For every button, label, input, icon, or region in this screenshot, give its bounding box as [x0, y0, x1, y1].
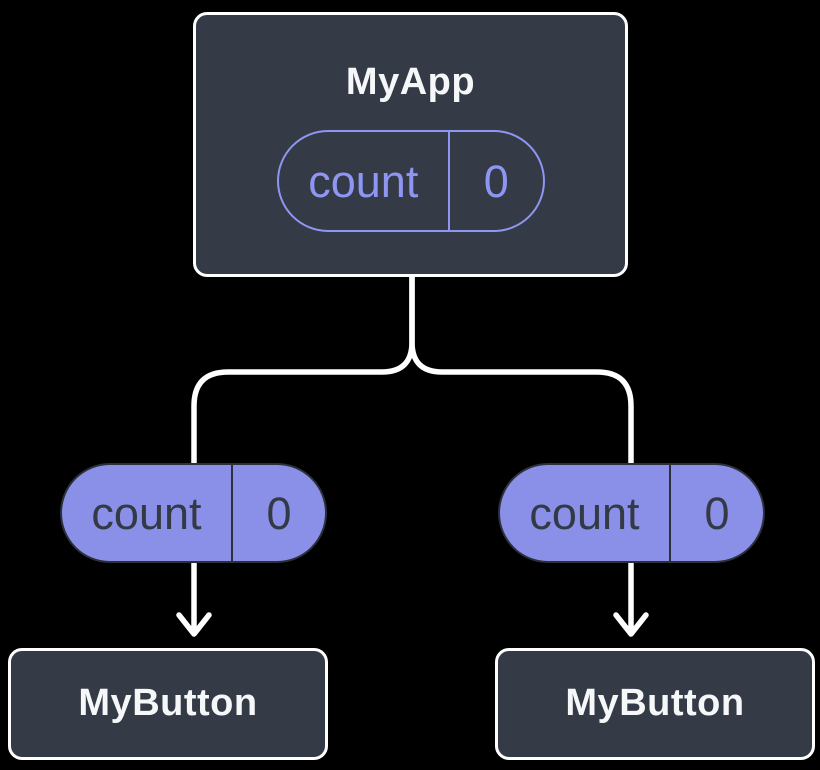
component-node-mybutton-left: MyButton [8, 648, 328, 760]
state-pill-value: 0 [483, 155, 509, 207]
component-title-mybutton-left: MyButton [78, 682, 258, 725]
state-pill-key: count [279, 132, 451, 231]
parent-branch-right-line [409, 269, 634, 475]
prop-pill-right-key: count [500, 465, 671, 561]
component-node-mybutton-right: MyButton [495, 648, 815, 760]
component-node-myapp: MyApp count 0 [193, 12, 628, 277]
parent-branch-left-line [191, 269, 415, 475]
component-title-myapp: MyApp [345, 60, 476, 103]
prop-arrow-left [176, 559, 212, 637]
state-pill: count 0 [276, 130, 545, 233]
prop-arrow-right [613, 559, 649, 637]
prop-pill-right: count 0 [498, 463, 765, 563]
prop-pill-left-value: 0 [266, 487, 292, 539]
prop-pill-left: count 0 [60, 463, 327, 563]
component-title-mybutton-right: MyButton [565, 682, 745, 725]
prop-pill-left-key: count [62, 465, 233, 561]
prop-pill-right-value: 0 [704, 487, 730, 539]
